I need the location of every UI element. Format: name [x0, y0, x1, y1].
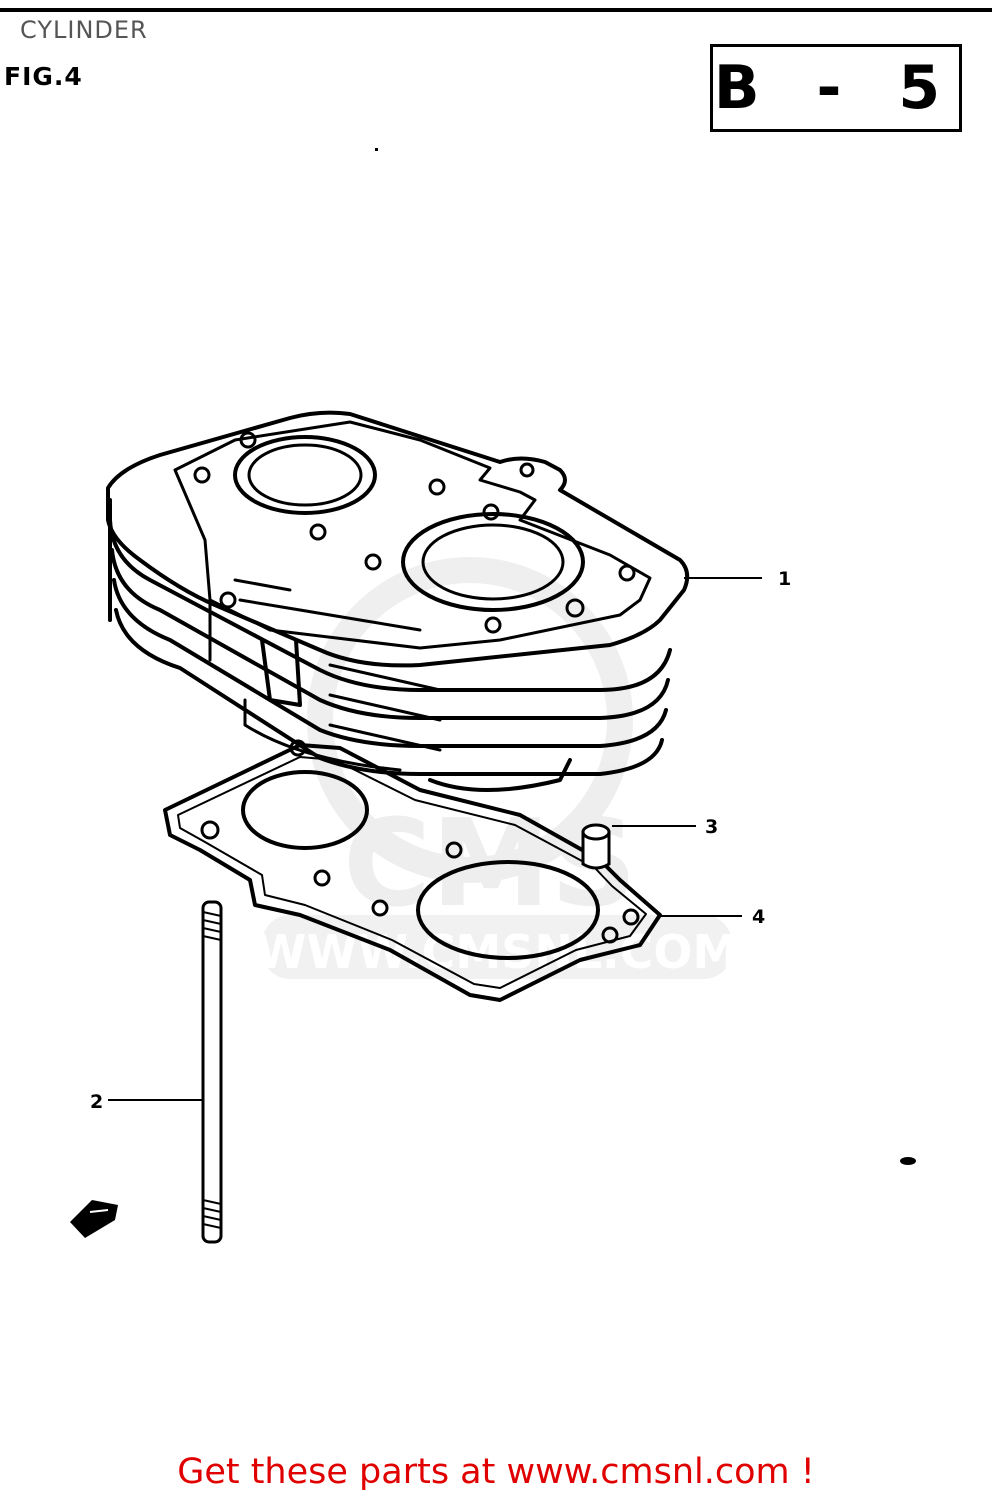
top-rule — [0, 8, 992, 12]
watermark-url: WWW.CMSNL.COM — [256, 925, 739, 979]
section-code-box: B - 5 — [710, 44, 962, 132]
callout-2: 2 — [90, 1091, 103, 1113]
figure-label: FIG.4 — [4, 62, 83, 91]
dowel-pin — [581, 823, 611, 870]
print-speck — [900, 1157, 916, 1165]
front-arrow-icon — [70, 1200, 118, 1238]
footer-cta-link[interactable]: Get these parts at www.cmsnl.com ! — [177, 1452, 815, 1492]
callout-3: 3 — [705, 816, 718, 838]
callout-4: 4 — [752, 906, 765, 928]
page-title: CYLINDER — [20, 16, 148, 44]
cylinder-block — [106, 410, 690, 792]
cylinder-base-gasket — [163, 739, 662, 1002]
callout-1: 1 — [778, 568, 791, 590]
stud-bolt — [201, 900, 223, 1244]
callout-leaders — [108, 577, 762, 1101]
print-dot — [375, 148, 378, 151]
